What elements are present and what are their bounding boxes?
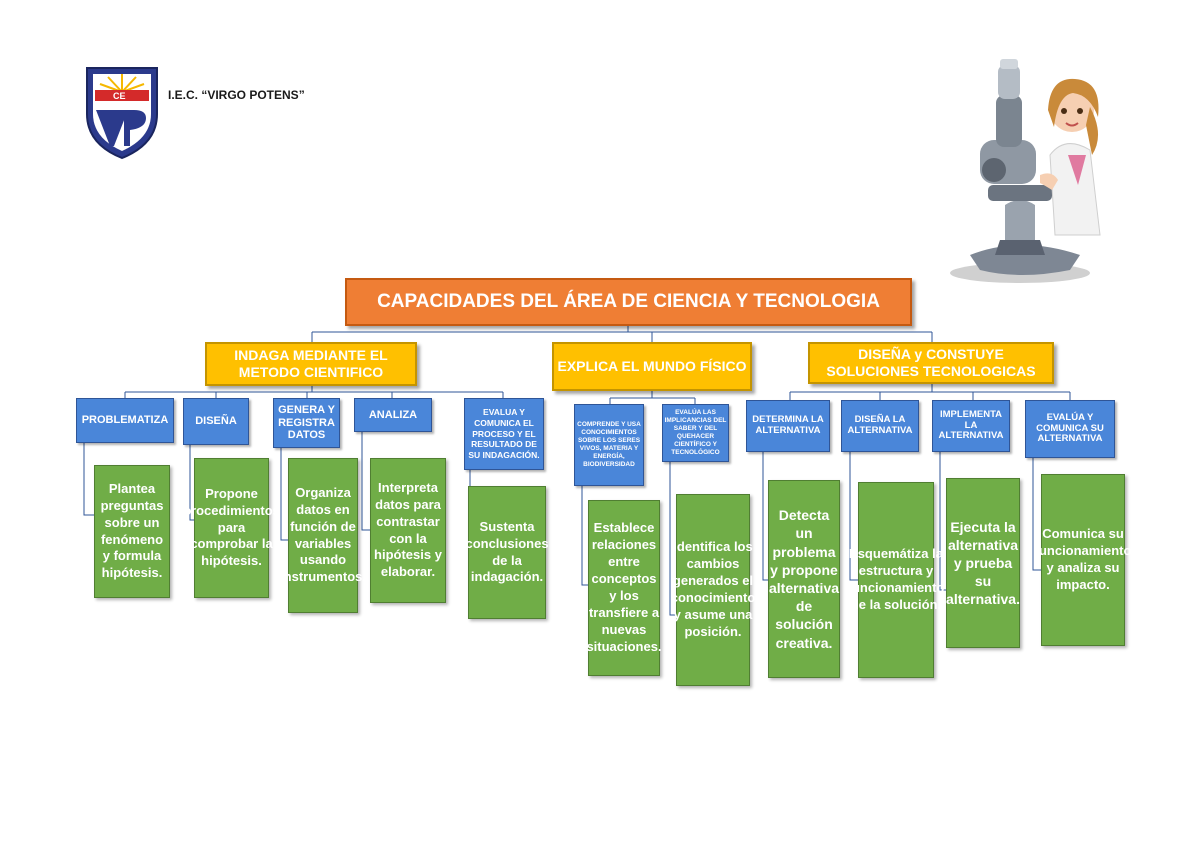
capacidad-evalua-comunica-alternativa: EVALÚA Y COMUNICA SU ALTERNATIVA bbox=[1025, 400, 1115, 458]
descripcion-determina-alternativa: Detecta un problema y propone alternativ… bbox=[768, 480, 840, 678]
capacidad-determina-alternativa: DETERMINA LA ALTERNATIVA bbox=[746, 400, 830, 452]
competencia-indaga: INDAGA MEDIANTE EL METODO CIENTIFICO bbox=[205, 342, 417, 386]
descripcion-genera-registra-datos: Organiza datos en función de variables u… bbox=[280, 458, 366, 613]
school-logo: CE VP bbox=[84, 62, 160, 160]
descripcion-disena-alternativa: Esquemátiza la estructura y funcionamien… bbox=[848, 482, 944, 678]
descripcion-disena: Propone procedimientos para comprobar la… bbox=[183, 458, 280, 598]
capacidad-disena-alternativa: DISEÑA LA ALTERNATIVA bbox=[841, 400, 919, 452]
capacidad-genera-registra-datos: GENERA Y REGISTRA DATOS bbox=[273, 398, 340, 448]
capacidad-comprende-usa: COMPRENDE Y USA CONOCIMIENTOS SOBRE LOS … bbox=[574, 404, 644, 486]
competencia-explica: EXPLICA EL MUNDO FÍSICO bbox=[552, 342, 752, 391]
capacidad-problematiza: PROBLEMATIZA bbox=[76, 398, 174, 443]
capacidad-analiza: ANALIZA bbox=[354, 398, 432, 432]
capacidad-evalua-comunica-indagacion: EVALUA Y COMUNICA EL PROCESO Y EL RESULT… bbox=[464, 398, 544, 470]
capacidad-evalua-implicancias: EVALÚA LAS IMPLICANCIAS DEL SABER Y DEL … bbox=[662, 404, 729, 462]
descripcion-analiza: Interpreta datos para contrastar con la … bbox=[370, 458, 446, 603]
scientist-microscope-illustration bbox=[940, 55, 1110, 285]
descripcion-implementa-alternativa: Ejecuta la alternativa y prueba su alter… bbox=[946, 478, 1020, 648]
descripcion-comprende-usa: Establece relaciones entre conceptos y l… bbox=[586, 500, 662, 676]
descripcion-problematiza: Plantea preguntas sobre un fenómeno y fo… bbox=[94, 465, 170, 598]
competencia-disena: DISEÑA y CONSTUYE SOLUCIONES TECNOLOGICA… bbox=[808, 342, 1054, 384]
school-name: I.E.C. “VIRGO POTENS” bbox=[168, 88, 305, 102]
descripcion-evalua-comunica-indagacion: Sustenta conclusiones de la indagación. bbox=[465, 486, 549, 619]
capacidad-implementa-alternativa: IMPLEMENTA LA ALTERNATIVA bbox=[932, 400, 1010, 452]
capacidad-disena: DISEÑA bbox=[183, 398, 249, 445]
descripcion-evalua-implicancias: Identifica los cambios generados el cono… bbox=[671, 494, 755, 686]
diagram-title: CAPACIDADES DEL ÁREA DE CIENCIA Y TECNOL… bbox=[345, 278, 912, 326]
descripcion-evalua-comunica-alternativa: Comunica su funcionamiento y analiza su … bbox=[1035, 474, 1131, 646]
logo-letters: CE bbox=[113, 91, 126, 101]
